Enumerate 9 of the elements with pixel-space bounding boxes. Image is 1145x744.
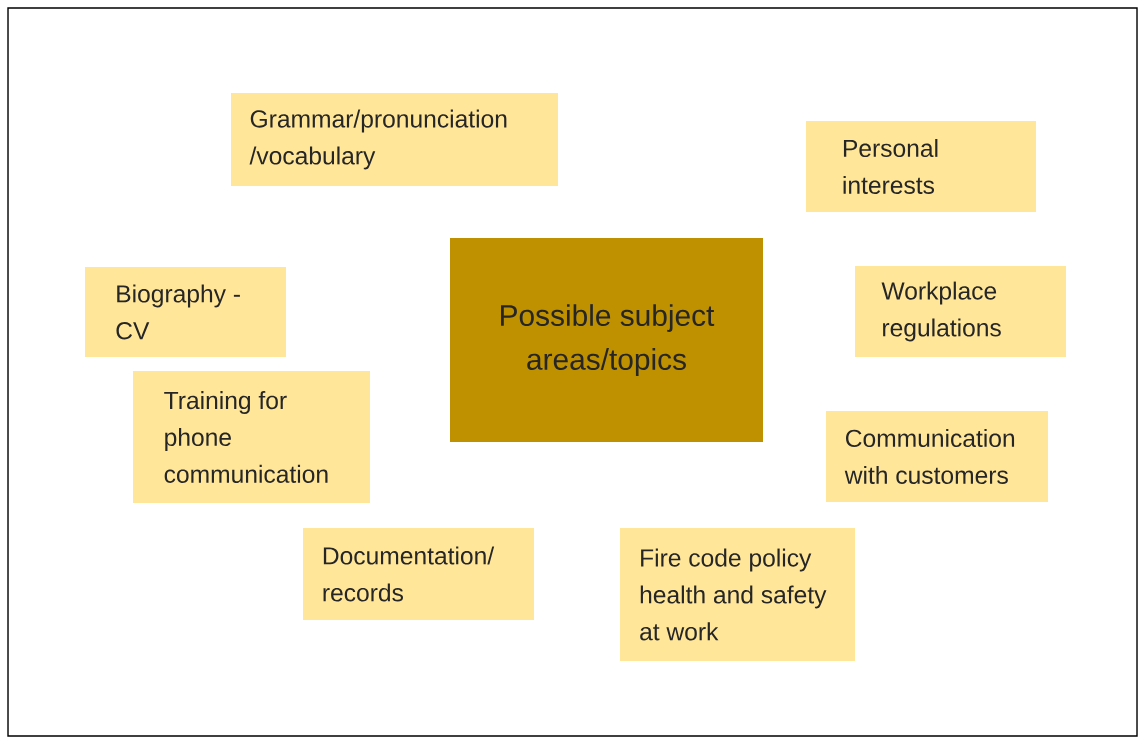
topic-box: Personal interests [806,121,1036,212]
topic-box: Fire code policy health and safety at work [620,528,855,661]
topic-box: Communication with customers [826,411,1048,502]
central-topic-box: Possible subject areas/topics [450,238,763,442]
topic-box: Biography - CV [85,267,286,357]
topic-box: Grammar/pronunciation /vocabulary [231,93,558,186]
topic-box: Workplace regulations [855,266,1066,357]
topic-box: Training for phone communication [133,371,370,503]
topic-box: Documentation/ records [303,528,534,620]
